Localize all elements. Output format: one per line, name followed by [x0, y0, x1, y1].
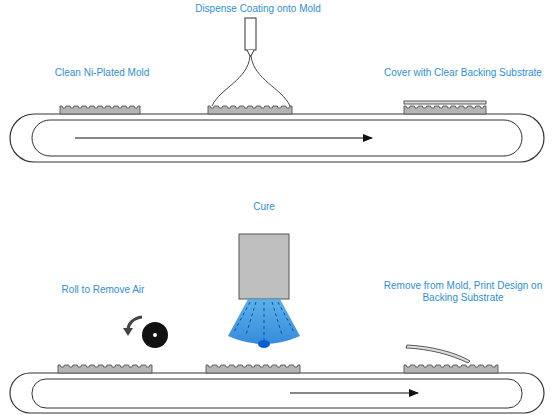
roller: [123, 317, 168, 348]
backing-substrate: [404, 101, 486, 104]
conveyor-belt: [10, 373, 544, 413]
step-label: Clean Ni-Plated Mold: [55, 67, 150, 79]
step-label: Dispense Coating onto Mold: [195, 3, 321, 15]
uv-lamp: [228, 234, 300, 348]
step-label: Cure: [253, 201, 275, 213]
dispenser-nozzle: [212, 18, 290, 106]
step-label: Roll to Remove Air: [62, 284, 145, 296]
step-label: Cover with Clear Backing Substrate: [384, 67, 542, 79]
mold: [404, 365, 498, 373]
mold: [58, 106, 498, 373]
conveyor-belt: [10, 114, 544, 162]
mold: [60, 106, 140, 114]
mold: [206, 365, 300, 373]
peeled-substrate: [406, 345, 470, 363]
mold: [404, 106, 486, 114]
mold: [58, 365, 152, 373]
mold: [208, 106, 292, 114]
step-label: Remove from Mold, Print Design on Backin…: [377, 280, 549, 304]
